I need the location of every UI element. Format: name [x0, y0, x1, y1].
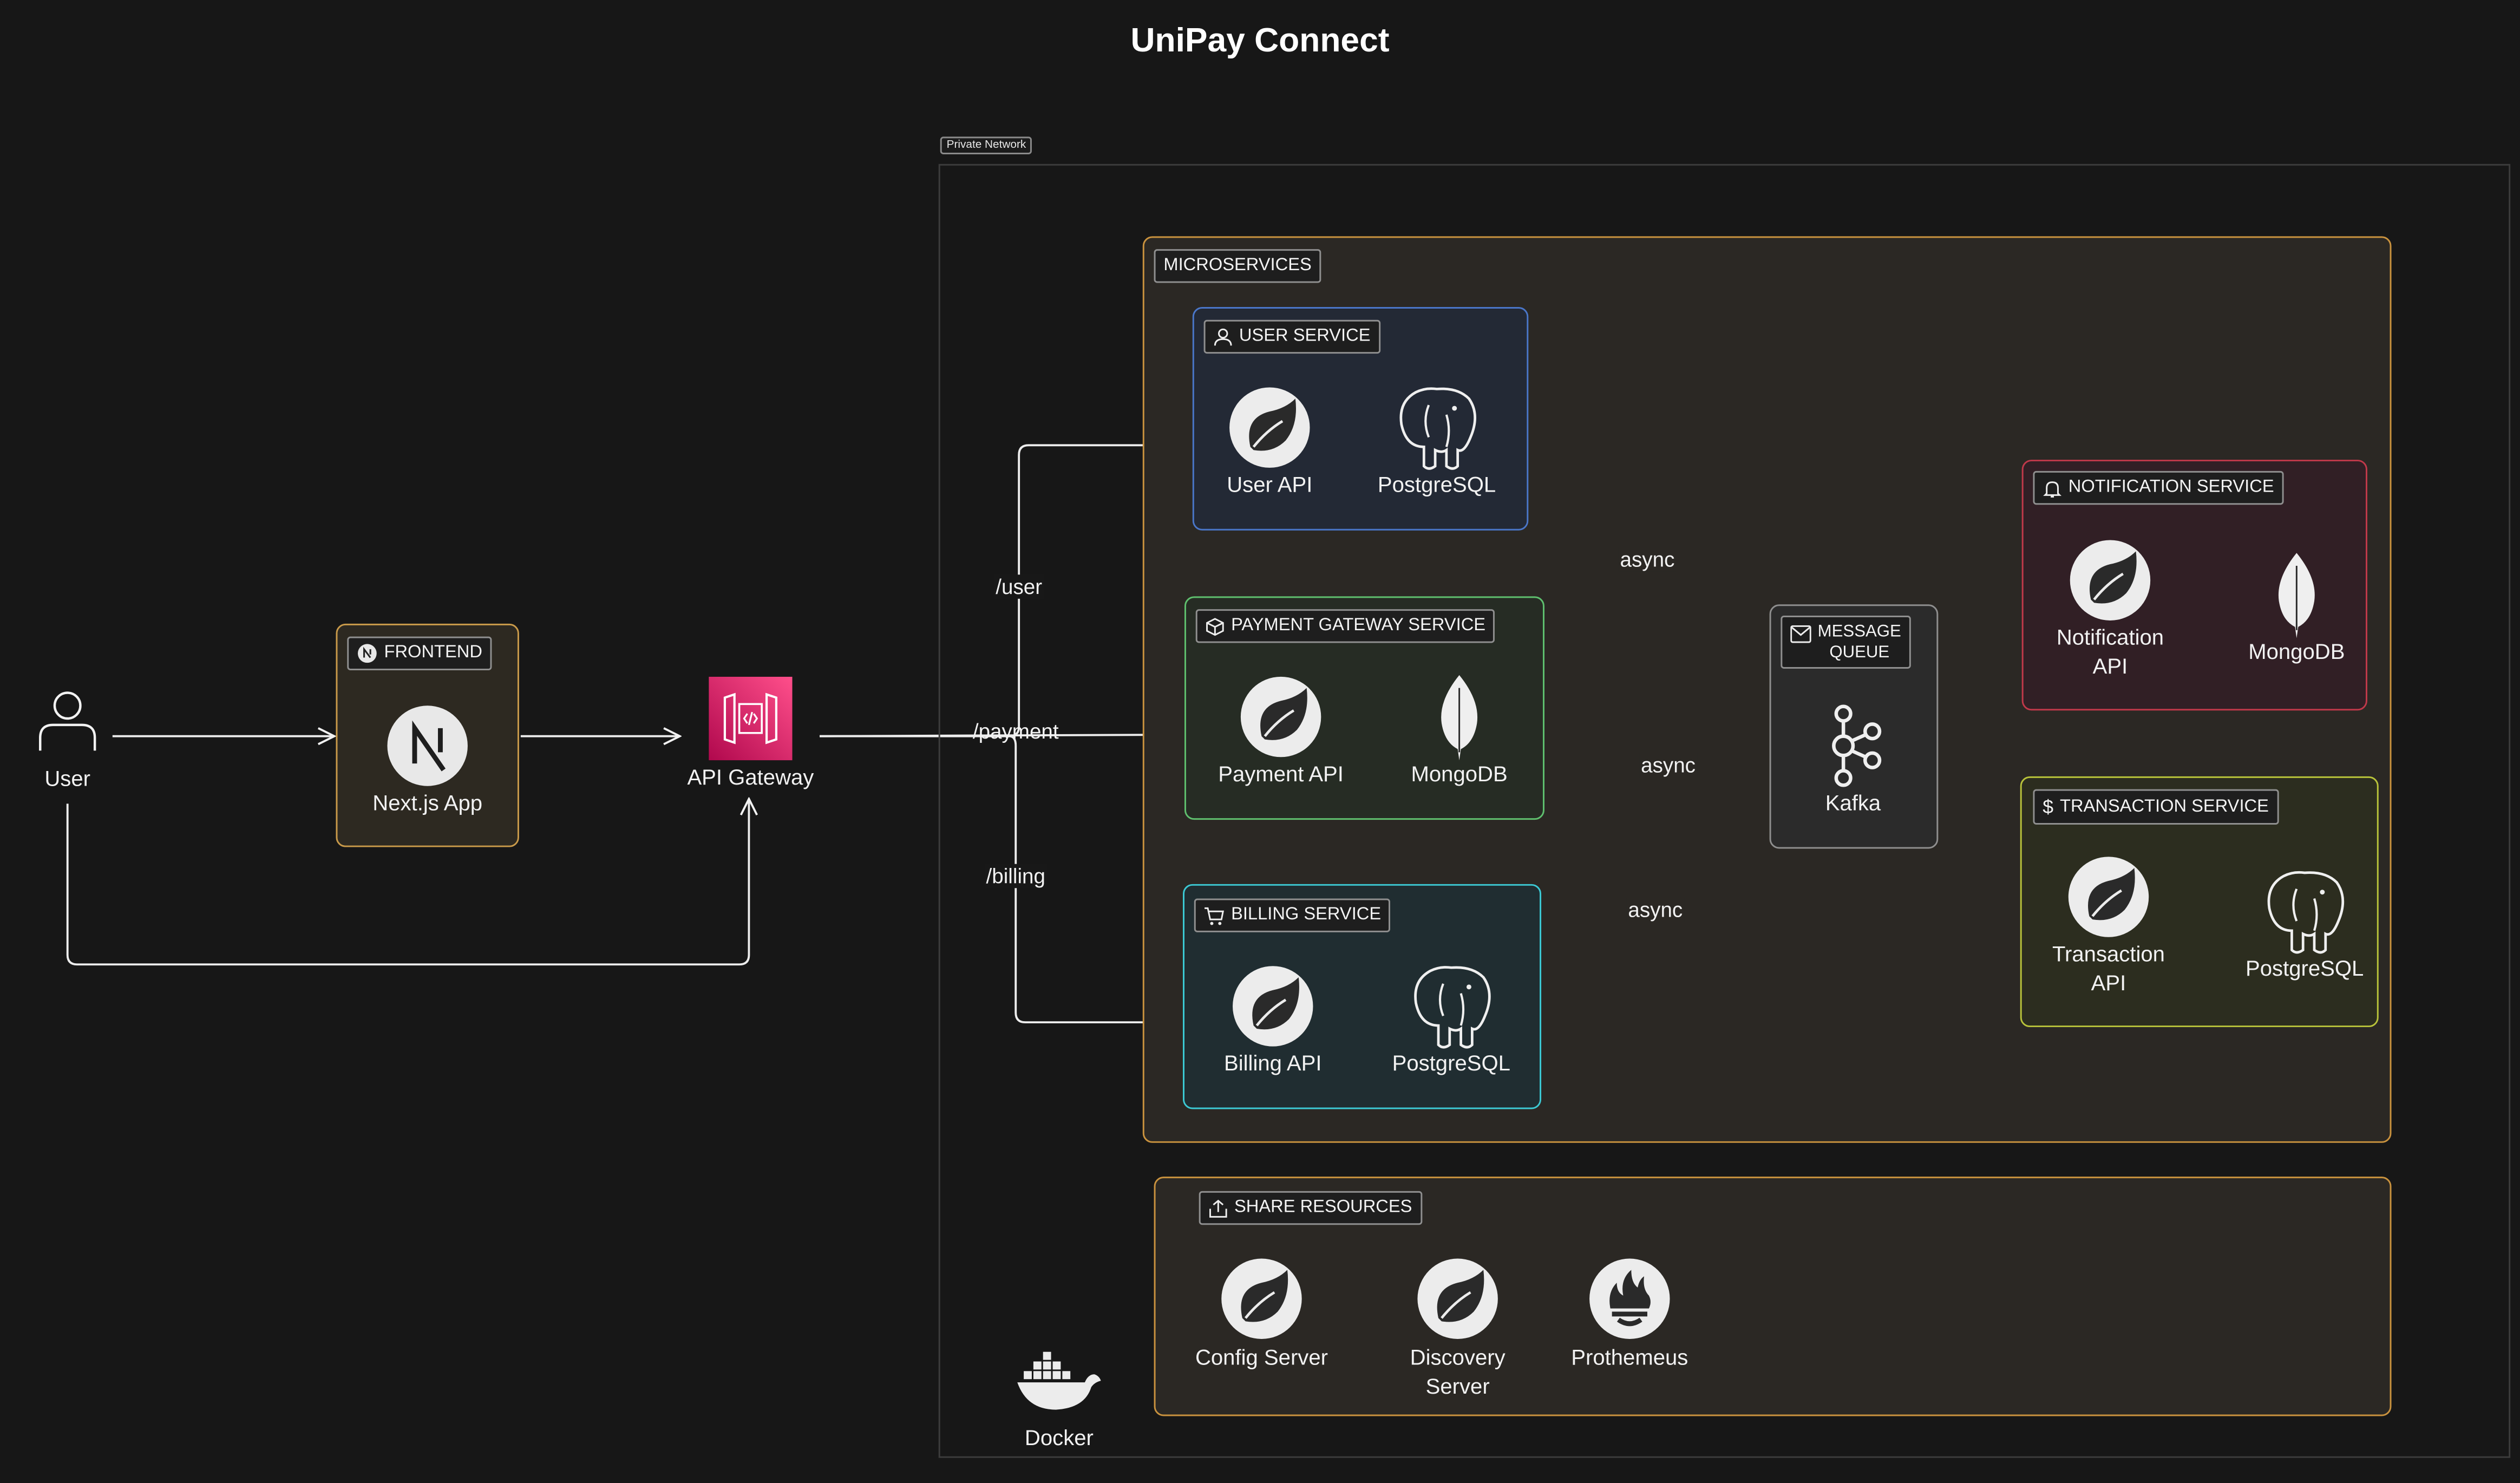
person-small-icon: [1214, 328, 1232, 345]
notification-api-line1: Notification: [2056, 625, 2164, 650]
edge-user-to-gateway: [66, 799, 749, 966]
edge-gateway-billing-route: [1009, 735, 1212, 1022]
route-user-label: /user: [994, 574, 1044, 599]
package-small-icon: [1206, 617, 1224, 636]
user-db-label: PostgreSQL: [1377, 472, 1496, 497]
payment-db-label: MongoDB: [1411, 762, 1508, 786]
notification-db-label: MongoDB: [2248, 639, 2345, 664]
bell-small-icon: [2043, 480, 2062, 497]
discovery-server-line1: Discovery: [1410, 1345, 1506, 1370]
billing-service-tag-text: BILLING SERVICE: [1231, 905, 1382, 925]
api-gateway-label: API Gateway: [687, 765, 814, 789]
spring-boot-icon: [1221, 1258, 1302, 1339]
nextjs-icon: [387, 705, 468, 786]
user-service-tag-text: USER SERVICE: [1239, 326, 1371, 346]
payment-service-tag-text: PAYMENT GATEWAY SERVICE: [1231, 616, 1486, 635]
transaction-api-label: Transaction API: [2052, 940, 2165, 997]
nextjs-label: Next.js App: [372, 791, 483, 815]
private-network-boundary: [938, 164, 2511, 1458]
spring-boot-icon: [1233, 966, 1313, 1047]
kafka-icon: [1832, 704, 1882, 787]
mongodb-icon: [1441, 675, 1478, 761]
async-label-user: async: [1618, 547, 1677, 572]
notification-service-tag: NOTIFICATION SERVICE: [2033, 471, 2284, 505]
async-label-billing: async: [1626, 898, 1685, 922]
billing-service-tag: BILLING SERVICE: [1194, 898, 1391, 933]
transaction-service-tag: $ TRANSACTION SERVICE: [2033, 789, 2279, 826]
nextjs-small-icon: [357, 644, 377, 663]
cart-small-icon: [1205, 906, 1225, 925]
shared-resources-tag: SHARE RESOURCES: [1199, 1191, 1422, 1225]
transaction-api-line1: Transaction: [2052, 942, 2165, 966]
prometheus-icon: [1589, 1258, 1670, 1339]
docker-icon: [1017, 1351, 1101, 1410]
route-payment-label: /payment: [972, 719, 1059, 744]
docker-label: Docker: [1024, 1426, 1094, 1450]
spring-boot-icon: [2068, 857, 2149, 937]
api-gateway-icon[interactable]: [709, 676, 793, 761]
frontend-tag: FRONTEND: [347, 636, 492, 671]
message-queue-tag-line1: MESSAGE: [1817, 622, 1901, 642]
user-label: User: [44, 767, 91, 791]
postgresql-icon: [1399, 387, 1476, 470]
shared-resources-tag-text: SHARE RESOURCES: [1234, 1197, 1412, 1217]
route-billing-label: /billing: [984, 864, 1047, 889]
config-server-label: Config Server: [1195, 1345, 1328, 1370]
transaction-api-line2: API: [2091, 970, 2126, 995]
async-label-payment: async: [1639, 753, 1697, 778]
share-small-icon: [1209, 1199, 1227, 1217]
dollar-small-icon: $: [2043, 795, 2054, 819]
transaction-service-tag-text: TRANSACTION SERVICE: [2060, 796, 2269, 816]
user-api-label: User API: [1227, 472, 1313, 497]
discovery-server-line2: Server: [1425, 1373, 1490, 1398]
notification-api-line2: API: [2092, 653, 2128, 678]
mongodb-icon: [2278, 553, 2315, 638]
discovery-server-label: Discovery Server: [1410, 1344, 1506, 1400]
transaction-db-label: PostgreSQL: [2246, 956, 2364, 981]
notification-api-label: Notification API: [2057, 624, 2164, 680]
user-service-tag: USER SERVICE: [1203, 319, 1380, 354]
postgresql-icon: [2267, 871, 2345, 954]
frontend-tag-text: FRONTEND: [384, 643, 482, 663]
payment-api-label: Payment API: [1218, 762, 1344, 786]
spring-boot-icon: [1417, 1258, 1498, 1339]
diagram-title: UniPay Connect: [1130, 22, 1390, 60]
spring-boot-icon: [1229, 387, 1310, 468]
prometheus-label: Prothemeus: [1571, 1345, 1688, 1370]
spring-boot-icon: [1240, 676, 1321, 757]
private-network-label: Private Network: [940, 136, 1033, 154]
message-queue-tag: MESSAGE QUEUE: [1781, 616, 1911, 669]
mail-small-icon: [1790, 625, 1811, 643]
message-queue-tag-line2: QUEUE: [1829, 642, 1890, 662]
billing-api-label: Billing API: [1224, 1051, 1322, 1076]
microservices-tag-text: MICROSERVICES: [1163, 256, 1312, 275]
postgresql-icon: [1414, 966, 1491, 1049]
payment-service-tag: PAYMENT GATEWAY SERVICE: [1195, 609, 1495, 644]
spring-boot-icon: [2070, 540, 2151, 620]
kafka-label: Kafka: [1825, 791, 1881, 815]
user-icon[interactable]: [35, 687, 100, 757]
microservices-tag: MICROSERVICES: [1154, 249, 1321, 284]
notification-service-tag-text: NOTIFICATION SERVICE: [2068, 477, 2274, 497]
billing-db-label: PostgreSQL: [1392, 1051, 1510, 1076]
